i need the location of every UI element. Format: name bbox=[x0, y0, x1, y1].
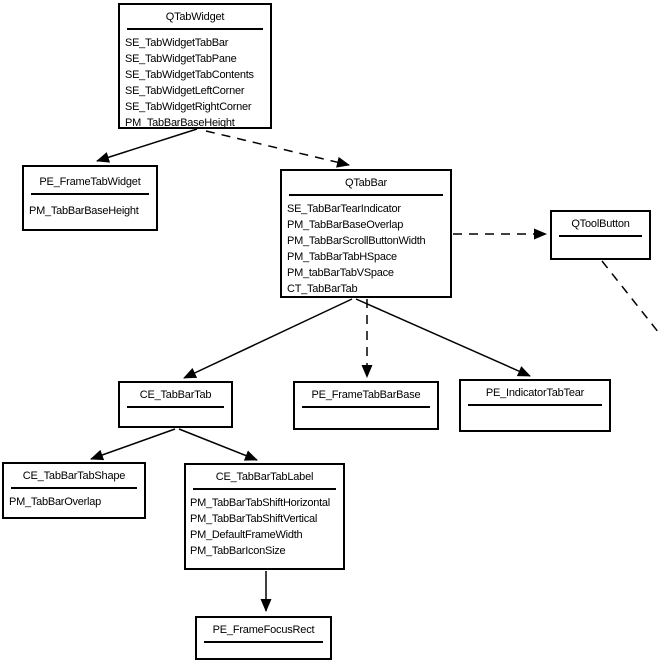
edge-ce-tabbartab-shape bbox=[90, 428, 176, 461]
node-separator bbox=[11, 487, 137, 489]
edge-qtabwidget-pe-frametabwidget bbox=[96, 128, 198, 163]
node-item-list: PM_TabBarTabShiftHorizontal PM_TabBarTab… bbox=[186, 490, 343, 559]
node-pe-framefocusrect: PE_FrameFocusRect bbox=[195, 616, 332, 660]
node-separator bbox=[31, 193, 149, 195]
node-item: PM_TabBarIconSize bbox=[190, 545, 286, 557]
node-pe-frametabbarbase: PE_FrameTabBarBase bbox=[293, 381, 439, 430]
edge-qtabbar-pe-indicatortabtear bbox=[355, 298, 531, 377]
node-qtabwidget-title: QTabWidget bbox=[165, 11, 225, 23]
node-item: SE_TabWidgetRightCorner bbox=[125, 101, 252, 113]
node-item: PM_TabBarTabHSpace bbox=[287, 251, 397, 263]
node-pe-frametabbarbase-title: PE_FrameTabBarBase bbox=[311, 389, 421, 401]
node-item-list: PM_TabBarBaseHeight bbox=[24, 195, 156, 219]
node-item: PM_TabBarTabShiftHorizontal bbox=[190, 497, 330, 509]
node-item: PM_TabBarBaseHeight bbox=[125, 117, 235, 129]
node-ce-tabbartabshape-title: CE_TabBarTabShape bbox=[22, 470, 126, 482]
node-item: CT_TabBarTab bbox=[287, 283, 358, 295]
node-qtabbar-title: QTabBar bbox=[344, 177, 387, 189]
edge-qtabwidget-qtabbar bbox=[205, 130, 350, 168]
node-separator bbox=[127, 406, 224, 408]
edge-qtabbar-ce-tabbartab bbox=[183, 298, 353, 379]
node-item: PM_TabBarTabShiftVertical bbox=[190, 513, 318, 525]
node-pe-frametabwidget-title: PE_FrameTabWidget bbox=[39, 176, 141, 188]
node-item: SE_TabWidgetLeftCorner bbox=[125, 85, 245, 97]
node-item: PM_TabBarScrollButtonWidth bbox=[287, 235, 426, 247]
node-separator bbox=[559, 235, 642, 237]
node-pe-framefocusrect-title: PE_FrameFocusRect bbox=[212, 624, 315, 636]
node-separator bbox=[468, 404, 602, 406]
node-separator bbox=[127, 28, 263, 30]
node-ce-tabbartab: CE_TabBarTab bbox=[118, 381, 233, 428]
node-qtoolbutton: QToolButton bbox=[550, 210, 651, 260]
edge-ce-tabbartab-label bbox=[178, 428, 258, 461]
node-item-list: SE_TabWidgetTabBar SE_TabWidgetTabPane S… bbox=[120, 30, 270, 131]
node-item-list: SE_TabBarTearIndicator PM_TabBarBaseOver… bbox=[282, 196, 450, 297]
node-item: PM_TabBarOverlap bbox=[9, 496, 101, 508]
node-item: PM_DefaultFrameWidth bbox=[190, 529, 303, 541]
node-qtabbar: QTabBar SE_TabBarTearIndicator PM_TabBar… bbox=[280, 169, 452, 298]
node-item: SE_TabBarTearIndicator bbox=[287, 203, 401, 215]
node-ce-tabbartab-title: CE_TabBarTab bbox=[139, 389, 212, 401]
node-separator bbox=[193, 488, 336, 490]
node-pe-indicatortabtear: PE_IndicatorTabTear bbox=[459, 379, 611, 432]
node-separator bbox=[302, 406, 430, 408]
node-pe-indicatortabtear-title: PE_IndicatorTabTear bbox=[485, 387, 585, 399]
node-item-list: PM_TabBarOverlap bbox=[4, 489, 144, 510]
node-qtabwidget: QTabWidget SE_TabWidgetTabBar SE_TabWidg… bbox=[118, 3, 272, 129]
node-item: PM_TabBarBaseOverlap bbox=[287, 219, 404, 231]
node-separator bbox=[204, 641, 323, 643]
node-qtoolbutton-title: QToolButton bbox=[571, 218, 630, 230]
node-item: SE_TabWidgetTabBar bbox=[125, 37, 229, 49]
node-item: PM_TabBarBaseHeight bbox=[29, 205, 139, 217]
node-ce-tabbartablabel-title: CE_TabBarTabLabel bbox=[215, 471, 314, 483]
node-item: PM_tabBarTabVSpace bbox=[287, 267, 394, 279]
node-ce-tabbartabshape: CE_TabBarTabShape PM_TabBarOverlap bbox=[2, 462, 146, 519]
node-pe-frametabwidget: PE_FrameTabWidget PM_TabBarBaseHeight bbox=[22, 165, 158, 231]
node-item: SE_TabWidgetTabContents bbox=[125, 69, 254, 81]
node-ce-tabbartablabel: CE_TabBarTabLabel PM_TabBarTabShiftHoriz… bbox=[184, 463, 345, 570]
node-separator bbox=[289, 194, 443, 196]
node-item: SE_TabWidgetTabPane bbox=[125, 53, 237, 65]
edge-qtoolbutton-offscreen bbox=[601, 260, 660, 334]
